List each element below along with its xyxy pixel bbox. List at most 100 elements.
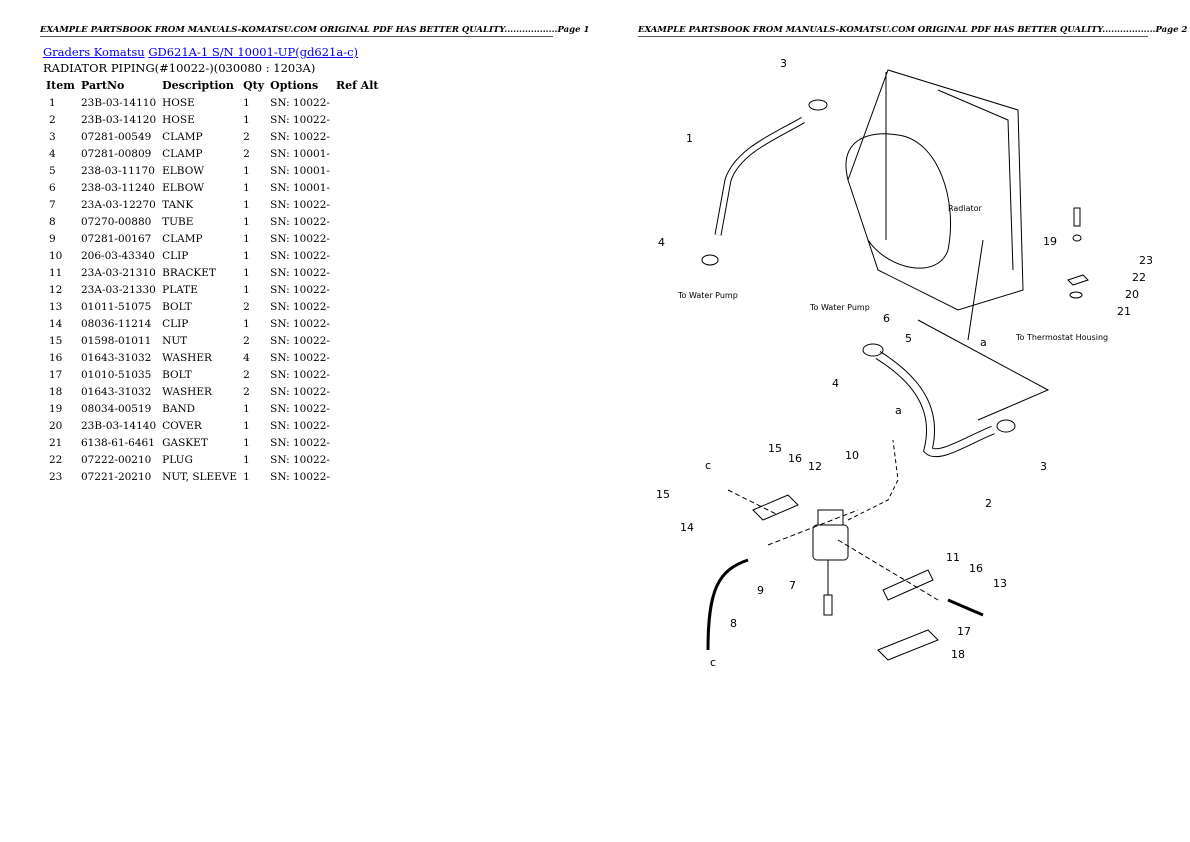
breadcrumb: Graders Komatsu GD621A-1 S/N 10001-UP(gd… xyxy=(43,45,358,59)
page-2-header: EXAMPLE PARTSBOOK FROM MANUALS-KOMATSU.C… xyxy=(638,25,1188,37)
options: SN: 10022- xyxy=(270,436,330,449)
ref-alt xyxy=(333,451,382,468)
item-number: 5 xyxy=(49,164,56,177)
ref-alt xyxy=(333,349,382,366)
quantity: 1 xyxy=(243,181,250,194)
options: SN: 10022- xyxy=(270,385,330,398)
description: BOLT xyxy=(162,300,192,313)
ref-alt xyxy=(333,94,382,111)
quantity: 1 xyxy=(243,402,250,415)
part-number: 07281-00167 xyxy=(81,232,152,245)
callout-22: 22 xyxy=(1132,271,1146,284)
callout-3: 3 xyxy=(1040,460,1047,473)
part-number: 206-03-43340 xyxy=(81,249,155,262)
item-number: 20 xyxy=(49,419,63,432)
quantity: 2 xyxy=(243,368,250,381)
quantity: 1 xyxy=(243,232,250,245)
item-number: 22 xyxy=(49,453,63,466)
category-link[interactable]: Graders Komatsu xyxy=(43,45,145,59)
options: SN: 10022- xyxy=(270,402,330,415)
options: SN: 10022- xyxy=(270,266,330,279)
callout-13: 13 xyxy=(993,577,1007,590)
callout-17: 17 xyxy=(957,625,971,638)
item-number: 11 xyxy=(49,266,63,279)
callout-c: c xyxy=(705,459,711,472)
part-number: 07221-20210 xyxy=(81,470,152,483)
description: BOLT xyxy=(162,368,192,381)
callout-3: 3 xyxy=(780,57,787,70)
part-number: 01598-01011 xyxy=(81,334,152,347)
page-title: RADIATOR PIPING(#10022-)(030080 : 1203A) xyxy=(43,61,316,75)
description: NUT, SLEEVE xyxy=(162,470,238,483)
item-number: 18 xyxy=(49,385,63,398)
part-number: 07281-00549 xyxy=(81,130,152,143)
description: NUT xyxy=(162,334,188,347)
options: SN: 10022- xyxy=(270,453,330,466)
part-number: 23A-03-21310 xyxy=(81,266,156,279)
callout-2: 2 xyxy=(985,497,992,510)
options: SN: 10022- xyxy=(270,368,330,381)
column-header: Description xyxy=(162,79,234,92)
description: GASKET xyxy=(162,436,208,449)
model-link[interactable]: GD621A-1 S/N 10001-UP(gd621a-c) xyxy=(148,45,359,59)
ref-alt xyxy=(333,162,382,179)
part-number: 01643-31032 xyxy=(81,351,152,364)
callout-4: 4 xyxy=(832,377,839,390)
item-number: 2 xyxy=(49,113,56,126)
item-number: 21 xyxy=(49,436,63,449)
options: SN: 10022- xyxy=(270,300,330,313)
item-number: 23 xyxy=(49,470,63,483)
item-number: 4 xyxy=(49,147,56,160)
options: SN: 10022- xyxy=(270,470,330,483)
callout-10: 10 xyxy=(845,449,859,462)
item-number: 13 xyxy=(49,300,63,313)
quantity: 1 xyxy=(243,317,250,330)
options: SN: 10022- xyxy=(270,198,330,211)
part-number: 01010-51035 xyxy=(81,368,152,381)
callout-9: 9 xyxy=(757,584,764,597)
callout-14: 14 xyxy=(680,521,694,534)
description: HOSE xyxy=(162,113,195,126)
options: SN: 10001- xyxy=(270,181,330,194)
part-number: 238-03-11240 xyxy=(81,181,155,194)
quantity: 2 xyxy=(243,130,250,143)
callout-6: 6 xyxy=(883,312,890,325)
quantity: 1 xyxy=(243,436,250,449)
options: SN: 10022- xyxy=(270,317,330,330)
quantity: 2 xyxy=(243,334,250,347)
description: CLAMP xyxy=(162,147,203,160)
item-number: 14 xyxy=(49,317,63,330)
description: WASHER xyxy=(162,385,212,398)
ref-alt xyxy=(333,400,382,417)
item-number: 6 xyxy=(49,181,56,194)
options: SN: 10022- xyxy=(270,283,330,296)
part-number: 08034-00519 xyxy=(81,402,152,415)
item-number: 1 xyxy=(49,96,56,109)
description: BAND xyxy=(162,402,196,415)
options: SN: 10022- xyxy=(270,419,330,432)
options: SN: 10022- xyxy=(270,334,330,347)
quantity: 2 xyxy=(243,300,250,313)
quantity: 1 xyxy=(243,266,250,279)
quantity: 1 xyxy=(243,198,250,211)
part-number: 07222-00210 xyxy=(81,453,152,466)
description: CLIP xyxy=(162,317,189,330)
item-number: 3 xyxy=(49,130,56,143)
options: SN: 10022- xyxy=(270,113,330,126)
part-number: 01643-31032 xyxy=(81,385,152,398)
part-number: 23A-03-12270 xyxy=(81,198,156,211)
callout-1: 1 xyxy=(686,132,693,145)
